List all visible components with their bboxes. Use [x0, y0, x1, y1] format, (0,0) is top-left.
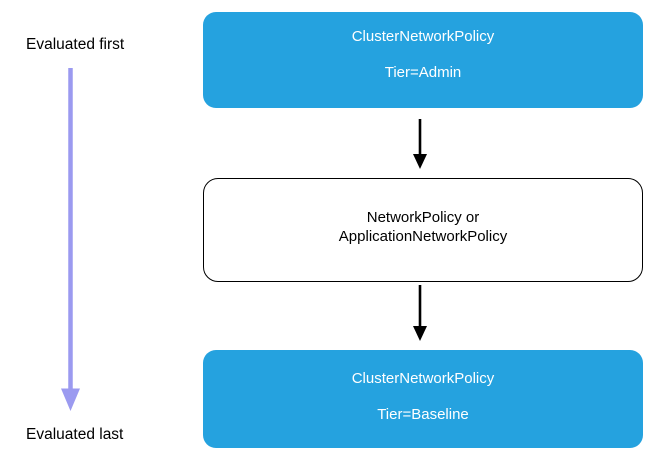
- node-baseline-tier: Tier=Baseline: [377, 405, 469, 423]
- flow-arrow-2-head: [413, 326, 427, 341]
- node-np-line-1: NetworkPolicy or: [366, 208, 480, 226]
- node-cluster-network-policy-baseline: ClusterNetworkPolicy Tier=Baseline: [203, 350, 643, 448]
- node-baseline-title: ClusterNetworkPolicy: [351, 369, 495, 387]
- node-network-policy-or-application-network-policy: NetworkPolicy or ApplicationNetworkPolic…: [203, 178, 643, 282]
- flow-arrow-admin-to-np-icon: [413, 119, 427, 169]
- node-admin-tier: Tier=Admin: [384, 64, 462, 81]
- evaluation-order-arrowhead: [61, 388, 80, 411]
- flow-arrow-1-head: [413, 154, 427, 169]
- evaluated-last-label: Evaluated last: [26, 426, 124, 443]
- node-admin-title: ClusterNetworkPolicy: [351, 28, 495, 45]
- evaluation-order-arrow-icon: [61, 68, 80, 411]
- node-cluster-network-policy-admin: ClusterNetworkPolicy Tier=Admin: [203, 12, 643, 108]
- evaluated-first-label: Evaluated first: [26, 36, 125, 53]
- node-np-line-2: ApplicationNetworkPolicy: [338, 227, 508, 245]
- flow-arrow-np-to-baseline-icon: [413, 285, 427, 341]
